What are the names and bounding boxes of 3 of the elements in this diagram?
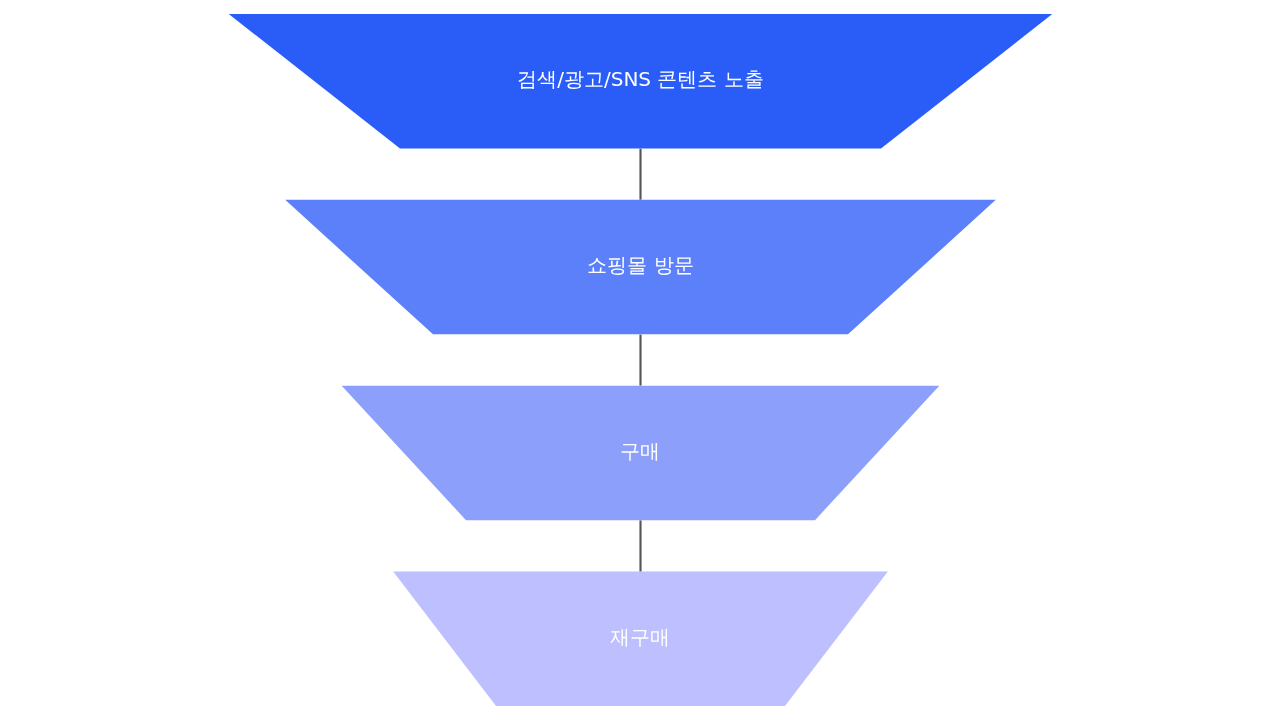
connector [638, 148, 642, 200]
connector [638, 520, 642, 572]
connector [638, 334, 642, 386]
